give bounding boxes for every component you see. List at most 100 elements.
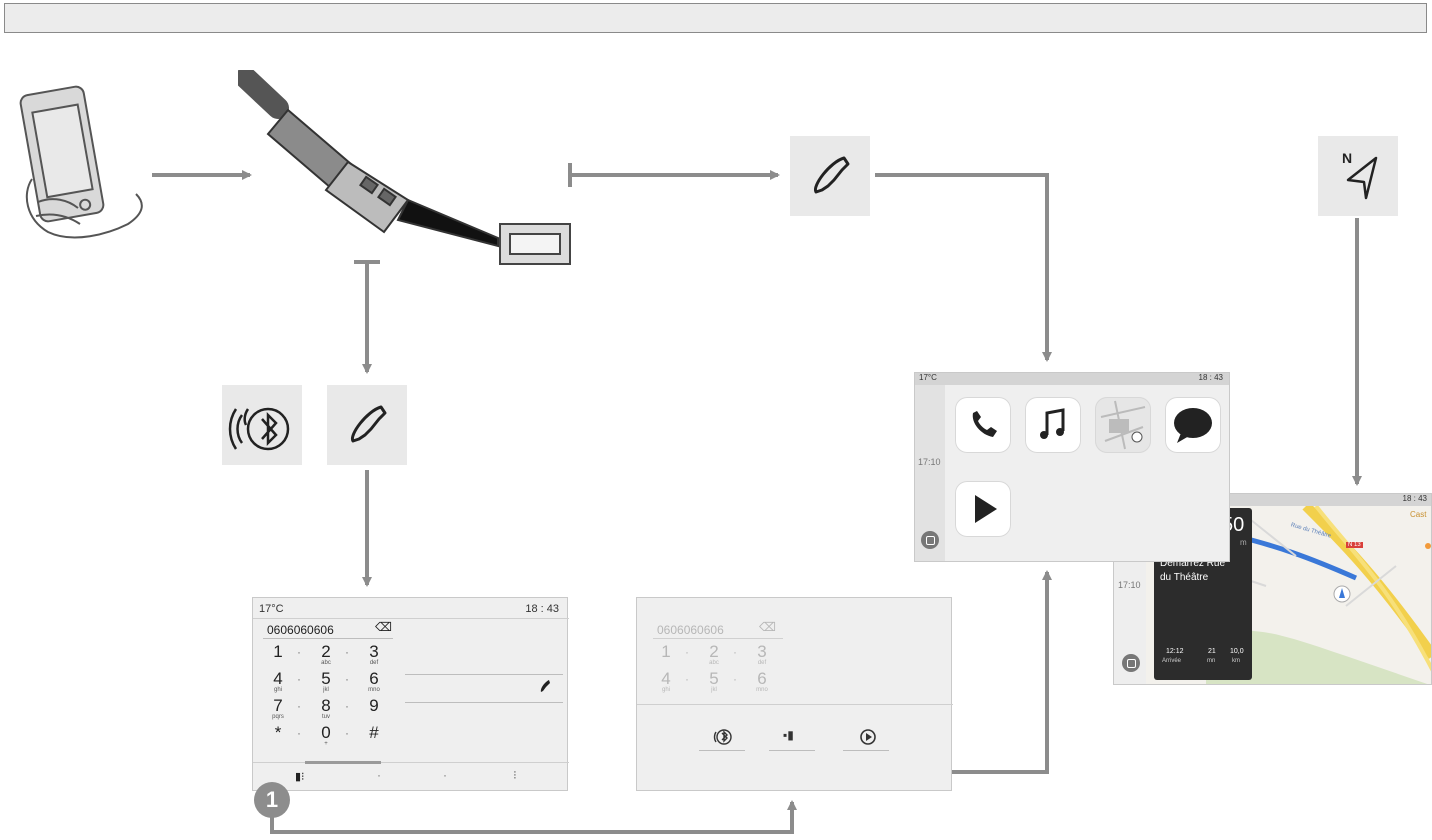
key-separator: · (345, 726, 349, 740)
header-bar (4, 3, 1427, 33)
phone-handset-icon (351, 405, 387, 443)
dial-key[interactable]: 6 (369, 669, 379, 688)
km-value: 10,0 (1230, 648, 1244, 655)
dial-key-letters: def (369, 660, 379, 666)
step-badge: 1 (254, 782, 290, 818)
navigation-arrow-icon (1346, 156, 1378, 200)
key-separator: · (685, 645, 689, 659)
backspace-icon: ⌫ (759, 620, 776, 634)
phone-handset-icon (814, 156, 850, 194)
dial-key: 6 (757, 669, 767, 688)
dial-key: 5 (709, 669, 719, 688)
dial-key-letters: ghi (273, 687, 282, 693)
key-separator: · (345, 699, 349, 713)
phone-tile-top[interactable] (790, 136, 870, 216)
dial-key-letters: abc (321, 660, 331, 666)
arrival-label: Arrivée (1162, 658, 1182, 664)
dial-key[interactable]: 7 (273, 696, 283, 715)
arrival-time: 12:12 (1166, 648, 1184, 655)
dial-key-letters: abc (709, 660, 719, 666)
road-badge: N 13 (1346, 542, 1363, 548)
mirror-icon[interactable]: ▪▮ (783, 728, 794, 742)
dial-key[interactable]: 1 (273, 642, 283, 661)
dial-key[interactable]: 2 (321, 642, 331, 661)
temperature: 17°C (259, 603, 284, 615)
key-separator: · (297, 726, 301, 740)
smartphone-in-hand-icon (19, 85, 143, 239)
key-separator: · (685, 672, 689, 686)
dial-key[interactable]: * (274, 723, 282, 742)
dial-key[interactable]: 8 (321, 696, 331, 715)
dial-key-letters: jkl (323, 687, 329, 693)
key-separator: · (297, 699, 301, 713)
bluetooth-tile[interactable] (222, 385, 302, 465)
distance-unit: m (1240, 538, 1247, 547)
home-button[interactable] (1122, 654, 1140, 672)
side-time: 17:10 (918, 457, 941, 467)
arrow-badge-to-faded (270, 800, 797, 834)
compass-letter: N (1342, 150, 1353, 166)
dial-key[interactable]: 4 (273, 669, 283, 688)
dial-key-letters: mno (756, 687, 768, 693)
maps-app-icon[interactable] (1095, 397, 1151, 453)
duration-unit: mn (1207, 658, 1216, 664)
carplay-icon[interactable] (857, 726, 879, 748)
dial-key-letters: tuv (321, 714, 330, 720)
dial-key[interactable]: 3 (369, 642, 379, 661)
arrow-phone-tile-to-carplay (875, 173, 1052, 362)
dial-key-letters: ghi (661, 687, 670, 693)
dial-key: 3 (757, 642, 767, 661)
temperature: 17°C (919, 373, 937, 382)
tab-keypad[interactable]: ▮⁝ (295, 771, 305, 783)
key-separator: · (733, 672, 737, 686)
dialed-number-faded: 0606060606 (657, 623, 724, 637)
messages-app-icon[interactable] (1165, 397, 1221, 453)
phone-app-icon[interactable] (955, 397, 1011, 453)
dialed-number: 0606060606 (267, 623, 334, 637)
usb-plug-icon (238, 70, 571, 265)
side-time: 17:10 (1118, 580, 1141, 590)
key-separator: · (733, 645, 737, 659)
clock: 18 : 43 (1402, 494, 1427, 503)
instruction-line-2: du Théâtre (1160, 572, 1209, 583)
music-app-icon[interactable] (1025, 397, 1081, 453)
navigation-tile[interactable]: N (1318, 136, 1398, 216)
active-tab-indicator (305, 761, 381, 764)
carplay-home-screen: 17°C 18 : 43 17:10 (914, 372, 1230, 562)
clock: 18 : 43 (525, 603, 559, 615)
instruction-line-1: Démarrez Rue (1160, 558, 1226, 569)
dial-key[interactable]: 9 (369, 696, 379, 715)
key-separator: · (345, 645, 349, 659)
call-icon[interactable] (537, 678, 553, 696)
dial-key-letters: jkl (711, 687, 717, 693)
tab-calls[interactable]: · (443, 768, 447, 782)
tab-contacts[interactable]: · (377, 768, 381, 782)
clock: 18 : 43 (1198, 373, 1223, 382)
home-button[interactable] (921, 531, 939, 549)
phone-tile-bluetooth[interactable] (327, 385, 407, 465)
km-unit: km (1232, 658, 1240, 664)
key-separator: · (345, 672, 349, 686)
dial-key[interactable]: 5 (321, 669, 331, 688)
key-separator: · (297, 645, 301, 659)
dial-key: 2 (709, 642, 719, 661)
dial-key-letters: + (324, 741, 328, 747)
bluetooth-icon[interactable] (711, 726, 733, 748)
dial-key: 4 (661, 669, 671, 688)
dial-key[interactable]: 0 (321, 723, 331, 742)
bluetooth-icon (228, 407, 290, 451)
video-app-icon[interactable] (955, 481, 1011, 537)
duration-value: 21 (1208, 648, 1216, 655)
tab-more[interactable]: ⁝ (513, 768, 517, 782)
dial-key-letters: pqrs (272, 714, 284, 720)
dial-key-letters: mno (368, 687, 380, 693)
backspace-icon[interactable]: ⌫ (375, 620, 392, 634)
dial-key-letters: def (757, 660, 767, 666)
dial-key[interactable]: # (369, 723, 379, 742)
map-place-label: Cast (1410, 510, 1427, 519)
key-separator: · (297, 672, 301, 686)
